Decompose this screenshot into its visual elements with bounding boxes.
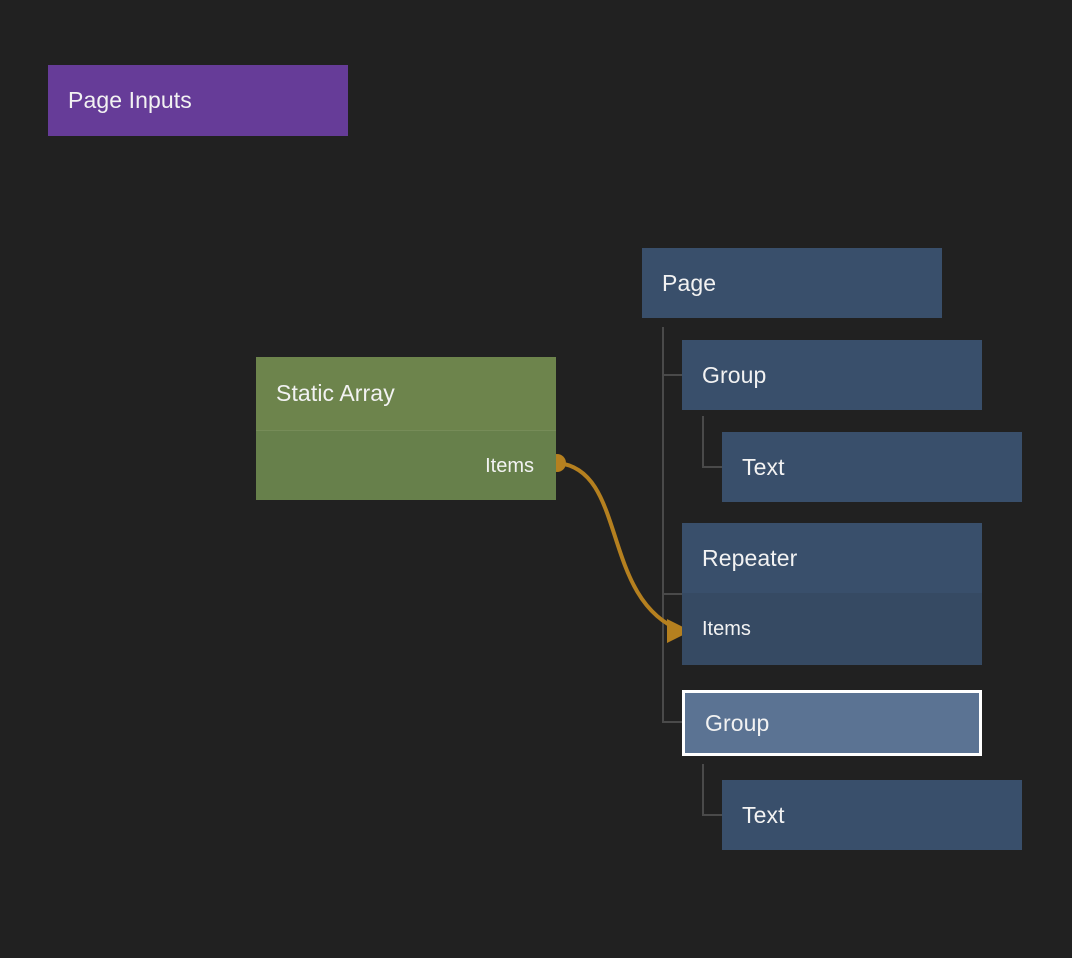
tree-elbow-vertical-text-2: [702, 764, 704, 816]
node-text-2-title: Text: [742, 801, 785, 828]
node-static-array-header: Static Array: [256, 357, 556, 430]
node-group-2[interactable]: Group: [682, 690, 982, 756]
tree-branch-stub-repeater: [662, 593, 683, 595]
tree-trunk-line: [662, 327, 664, 723]
node-group-1-header: Group: [682, 340, 982, 410]
node-page-title: Page: [662, 269, 717, 296]
node-repeater-header: Repeater: [682, 523, 982, 593]
node-page[interactable]: Page: [642, 248, 942, 318]
node-page-header: Page: [642, 248, 942, 318]
node-group-1-title: Group: [702, 361, 767, 388]
node-text-1-header: Text: [722, 432, 1022, 502]
node-text-1-title: Text: [742, 453, 785, 480]
node-repeater-input-port[interactable]: Items: [682, 593, 982, 665]
node-page-inputs-header: Page Inputs: [48, 65, 348, 136]
node-repeater-input-port-label: Items: [702, 618, 751, 640]
node-page-inputs-title: Page Inputs: [68, 87, 192, 113]
node-group-2-title: Group: [705, 709, 770, 736]
node-group-2-header: Group: [685, 693, 979, 753]
node-static-array-title: Static Array: [276, 380, 395, 406]
node-static-array[interactable]: Static Array Items: [256, 357, 556, 500]
node-static-array-output-port-label: Items: [485, 454, 534, 477]
node-text-2[interactable]: Text: [722, 780, 1022, 850]
node-repeater[interactable]: Repeater Items: [682, 523, 982, 665]
tree-elbow-vertical-text-1: [702, 416, 704, 468]
node-repeater-title: Repeater: [702, 544, 798, 571]
tree-elbow-horizontal-text-1: [702, 466, 723, 468]
node-group-1[interactable]: Group: [682, 340, 982, 410]
node-text-2-header: Text: [722, 780, 1022, 850]
node-page-inputs[interactable]: Page Inputs: [48, 65, 348, 136]
node-static-array-output-port[interactable]: Items: [256, 430, 556, 500]
tree-elbow-horizontal-text-2: [702, 814, 723, 816]
tree-branch-stub-group-1: [662, 374, 683, 376]
tree-branch-stub-group-2: [662, 721, 683, 723]
node-text-1[interactable]: Text: [722, 432, 1022, 502]
